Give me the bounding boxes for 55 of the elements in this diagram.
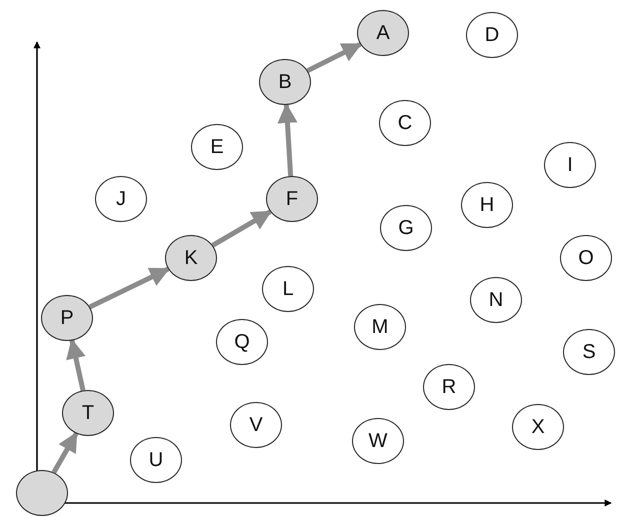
arrow — [52, 432, 78, 474]
letter-circle — [165, 235, 217, 281]
node-letter: F — [286, 189, 298, 209]
letter-circle — [357, 10, 409, 56]
node-letter: R — [442, 377, 456, 397]
arrow — [211, 210, 272, 248]
node-letter: U — [148, 450, 164, 470]
node-letter: I — [567, 155, 573, 175]
node-letter: J — [116, 189, 126, 209]
letter-circle — [230, 402, 282, 448]
letter-circle — [461, 182, 513, 228]
letter-circle — [380, 205, 432, 251]
arrow — [277, 102, 298, 176]
letter-circle — [259, 59, 311, 105]
origin-circle — [16, 470, 68, 516]
letter-circle — [352, 418, 404, 464]
letter-circle — [262, 266, 314, 312]
letter-circle — [191, 124, 243, 170]
node-letter: B — [278, 72, 292, 92]
node-letter: A — [376, 23, 390, 43]
node-letter: W — [368, 431, 388, 451]
node-letter: D — [484, 25, 500, 45]
node-letter: V — [249, 415, 263, 435]
letter-circle — [41, 295, 93, 341]
node-letter: Q — [234, 332, 250, 352]
node-letter: X — [531, 417, 545, 437]
letter-circle — [95, 176, 147, 222]
letter-circle — [563, 329, 615, 375]
letter-circle — [62, 390, 114, 436]
letter-circle — [216, 319, 268, 365]
node-letter: E — [210, 137, 224, 157]
letter-circle — [466, 12, 518, 58]
letter-circle — [544, 142, 596, 188]
letter-circle — [130, 437, 182, 483]
node-letter: O — [578, 248, 594, 268]
letter-circle — [560, 235, 612, 281]
node-letter: P — [60, 308, 74, 328]
node-letter: G — [398, 218, 414, 238]
arrow — [306, 42, 362, 73]
node-letter: C — [398, 113, 412, 133]
letter-circle — [512, 404, 564, 450]
letter-circle — [354, 304, 406, 350]
letter-circle — [470, 277, 522, 323]
node-letter: L — [282, 279, 294, 299]
node-letter: N — [488, 290, 504, 310]
letter-circle — [266, 176, 318, 222]
arrow — [88, 266, 170, 310]
node-letter: M — [372, 317, 388, 337]
node-letter: H — [480, 195, 494, 215]
letter-circle — [423, 364, 475, 410]
arrow — [66, 338, 86, 391]
node-letter: S — [582, 342, 596, 362]
node-letter: T — [82, 403, 94, 423]
node-letter: K — [184, 248, 198, 268]
letter-circle — [379, 100, 431, 146]
